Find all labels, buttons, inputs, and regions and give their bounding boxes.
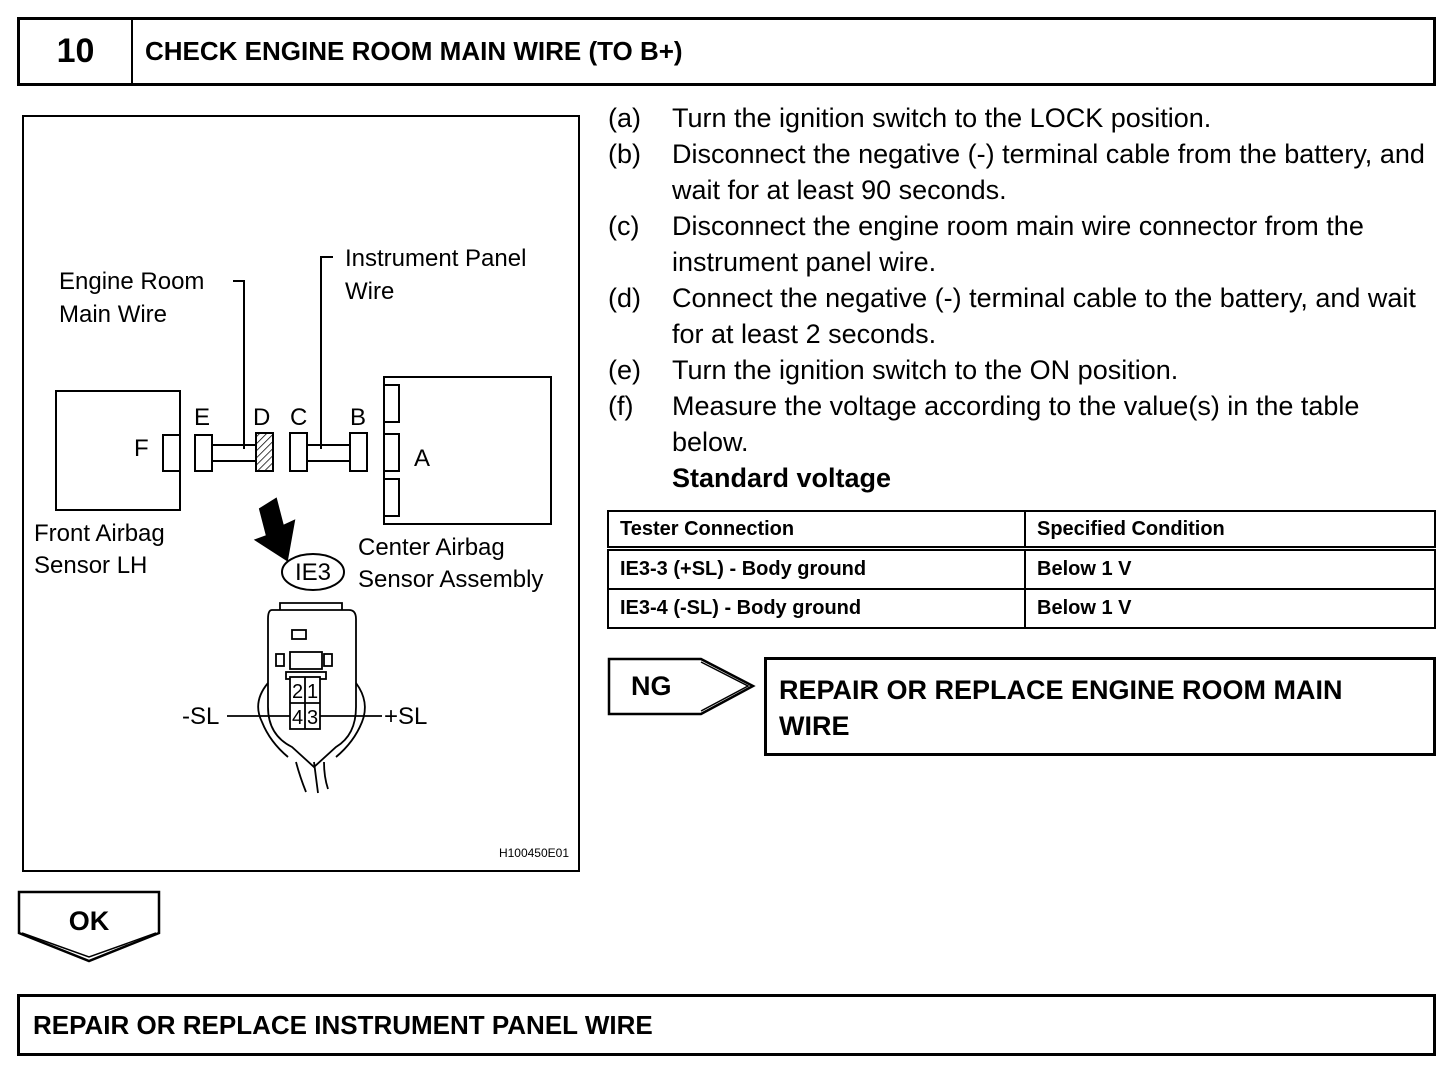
step-item: (a) Turn the ignition switch to the LOCK… xyxy=(608,100,1438,136)
connector-e-shape xyxy=(194,434,213,472)
pin-3-label: 3 xyxy=(307,707,318,729)
connector-f-shape xyxy=(162,434,181,472)
ok-label: OK xyxy=(69,906,110,936)
table-row: IE3-4 (-SL) - Body ground Below 1 V xyxy=(607,588,1436,629)
connector-f-label: F xyxy=(134,435,149,462)
step-item: (f) Measure the voltage according to the… xyxy=(608,388,1438,460)
connector-a-label: A xyxy=(414,445,430,472)
step-label: (b) xyxy=(608,139,641,169)
table-cell: Below 1 V xyxy=(1024,547,1436,590)
front-airbag-label-2: Sensor LH xyxy=(34,552,147,579)
ie3-arrow xyxy=(253,497,296,562)
step-item: (c) Disconnect the engine room main wire… xyxy=(608,208,1438,280)
front-airbag-label-1: Front Airbag xyxy=(34,520,165,547)
plus-sl-label: +SL xyxy=(384,703,427,730)
connector-diagram: Engine Room Main Wire Instrument Panel W… xyxy=(22,115,580,872)
ng-action-line: WIRE xyxy=(779,711,850,741)
center-airbag-label-2: Sensor Assembly xyxy=(358,566,543,593)
ng-action-box: REPAIR OR REPLACE ENGINE ROOM MAIN WIRE xyxy=(764,657,1436,756)
ie3-callout xyxy=(281,553,345,591)
standard-voltage-label: Standard voltage xyxy=(672,463,892,493)
step-text: Turn the ignition switch to the ON posit… xyxy=(672,355,1179,385)
step-title: CHECK ENGINE ROOM MAIN WIRE (TO B+) xyxy=(145,36,683,66)
table-header-row: Tester Connection Specified Condition xyxy=(607,510,1436,551)
minus-sl-label: -SL xyxy=(182,703,219,730)
final-action-text: REPAIR OR REPLACE INSTRUMENT PANEL WIRE xyxy=(33,1009,653,1040)
connector-b-label: B xyxy=(350,404,366,431)
procedure-steps: (a) Turn the ignition switch to the LOCK… xyxy=(608,100,1438,496)
instrument-panel-label-1: Instrument Panel xyxy=(345,245,526,272)
step-label: (d) xyxy=(608,283,641,313)
connector-c-label: C xyxy=(290,404,307,431)
connector-c-shape xyxy=(289,432,308,472)
ok-arrow: OK xyxy=(17,890,161,963)
pin-4-label: 4 xyxy=(292,707,303,729)
center-airbag-label-1: Center Airbag xyxy=(358,534,505,561)
step-label: (a) xyxy=(608,103,641,133)
table-header: Specified Condition xyxy=(1024,510,1436,551)
table-cell: IE3-4 (-SL) - Body ground xyxy=(607,588,1026,629)
connector-b-shape xyxy=(349,432,368,472)
table-row: IE3-3 (+SL) - Body ground Below 1 V xyxy=(607,547,1436,590)
diagram-svg: Engine Room Main Wire Instrument Panel W… xyxy=(34,245,569,860)
connector-e-label: E xyxy=(194,404,210,431)
pin-2-label: 2 xyxy=(292,681,303,703)
step-text: Disconnect the engine room main wire con… xyxy=(672,211,1364,277)
step-number: 10 xyxy=(20,20,133,83)
step-label: (f) xyxy=(608,391,634,421)
step-label: (e) xyxy=(608,355,641,385)
engine-room-leader xyxy=(233,280,245,449)
table-header: Tester Connection xyxy=(607,510,1026,551)
pin-1-label: 1 xyxy=(307,681,318,703)
table-cell: IE3-3 (+SL) - Body ground xyxy=(607,547,1026,590)
figure-code: H100450E01 xyxy=(499,846,569,860)
final-action-box: REPAIR OR REPLACE INSTRUMENT PANEL WIRE xyxy=(17,994,1436,1056)
connector-d-label: D xyxy=(253,404,270,431)
center-airbag-sensor-box xyxy=(383,376,552,525)
step-text: Turn the ignition switch to the LOCK pos… xyxy=(672,103,1212,133)
table-cell: Below 1 V xyxy=(1024,588,1436,629)
instrument-panel-leader xyxy=(320,256,333,449)
connector-d-shape xyxy=(255,432,274,472)
ng-label: NG xyxy=(631,671,672,701)
front-airbag-sensor-box xyxy=(55,390,181,511)
engine-room-label-2: Main Wire xyxy=(59,301,167,328)
step-text: Measure the voltage according to the val… xyxy=(672,391,1360,457)
step-header: 10 CHECK ENGINE ROOM MAIN WIRE (TO B+) xyxy=(17,17,1436,86)
ie3-connector-face xyxy=(227,602,382,794)
ng-arrow: NG xyxy=(607,657,756,716)
step-label: (c) xyxy=(608,211,640,241)
spec-table: Tester Connection Specified Condition IE… xyxy=(607,510,1436,629)
step-item: (d) Connect the negative (-) terminal ca… xyxy=(608,280,1438,352)
step-text: Disconnect the negative (-) terminal cab… xyxy=(672,139,1425,205)
instrument-panel-label-2: Wire xyxy=(345,278,394,305)
step-item: (e) Turn the ignition switch to the ON p… xyxy=(608,352,1438,388)
ng-action-line: REPAIR OR REPLACE ENGINE ROOM MAIN xyxy=(779,675,1343,705)
ie3-label: IE3 xyxy=(295,559,331,586)
step-item: (b) Disconnect the negative (-) terminal… xyxy=(608,136,1438,208)
engine-room-label-1: Engine Room xyxy=(59,268,204,295)
step-text: Connect the negative (-) terminal cable … xyxy=(672,283,1416,349)
